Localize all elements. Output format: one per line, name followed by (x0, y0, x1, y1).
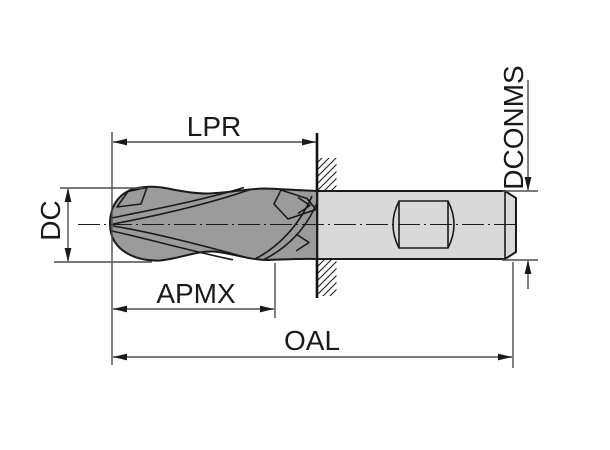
dimension-apmx: APMX (113, 263, 276, 318)
flute-lower-edge-1 (112, 225, 251, 260)
lpr-arrow-right-icon (302, 138, 316, 146)
apmx-arrow-right-icon (260, 305, 274, 313)
weldon-flat-right-arc (447, 200, 455, 249)
dconms-arrow-bottom-icon (524, 260, 532, 274)
dc-arrow-bottom-icon (64, 248, 72, 262)
dimension-dconms: DCONMS (498, 65, 538, 289)
junction-flute-chevron-upper (297, 196, 311, 215)
dc-arrow-top-icon (64, 188, 72, 202)
lpr-label: LPR (187, 111, 241, 142)
oal-label: OAL (284, 325, 340, 356)
junction-flute-chevron-lower (295, 233, 310, 252)
ball-nose-facet (116, 186, 148, 208)
flute-upper-edge-1 (111, 186, 245, 219)
dconms-arrow-top-icon (524, 177, 532, 191)
oal-arrow-left-icon (113, 353, 127, 361)
cutter-head (109, 185, 318, 262)
dimension-oal: OAL (113, 262, 514, 368)
flute-upper-edge-2 (112, 189, 250, 225)
apmx-label: APMX (156, 278, 236, 309)
dimension-dc: DC (35, 187, 152, 263)
cutter-silhouette (109, 185, 318, 262)
junction-facet (273, 189, 317, 220)
dimension-lpr: LPR (111, 111, 316, 365)
lpr-arrow-left-icon (113, 138, 127, 146)
dconms-label: DCONMS (498, 65, 529, 189)
dc-label: DC (35, 200, 66, 240)
apmx-arrow-left-icon (113, 305, 127, 313)
oal-arrow-right-icon (498, 353, 512, 361)
flute-lower-edge-2 (111, 230, 234, 261)
